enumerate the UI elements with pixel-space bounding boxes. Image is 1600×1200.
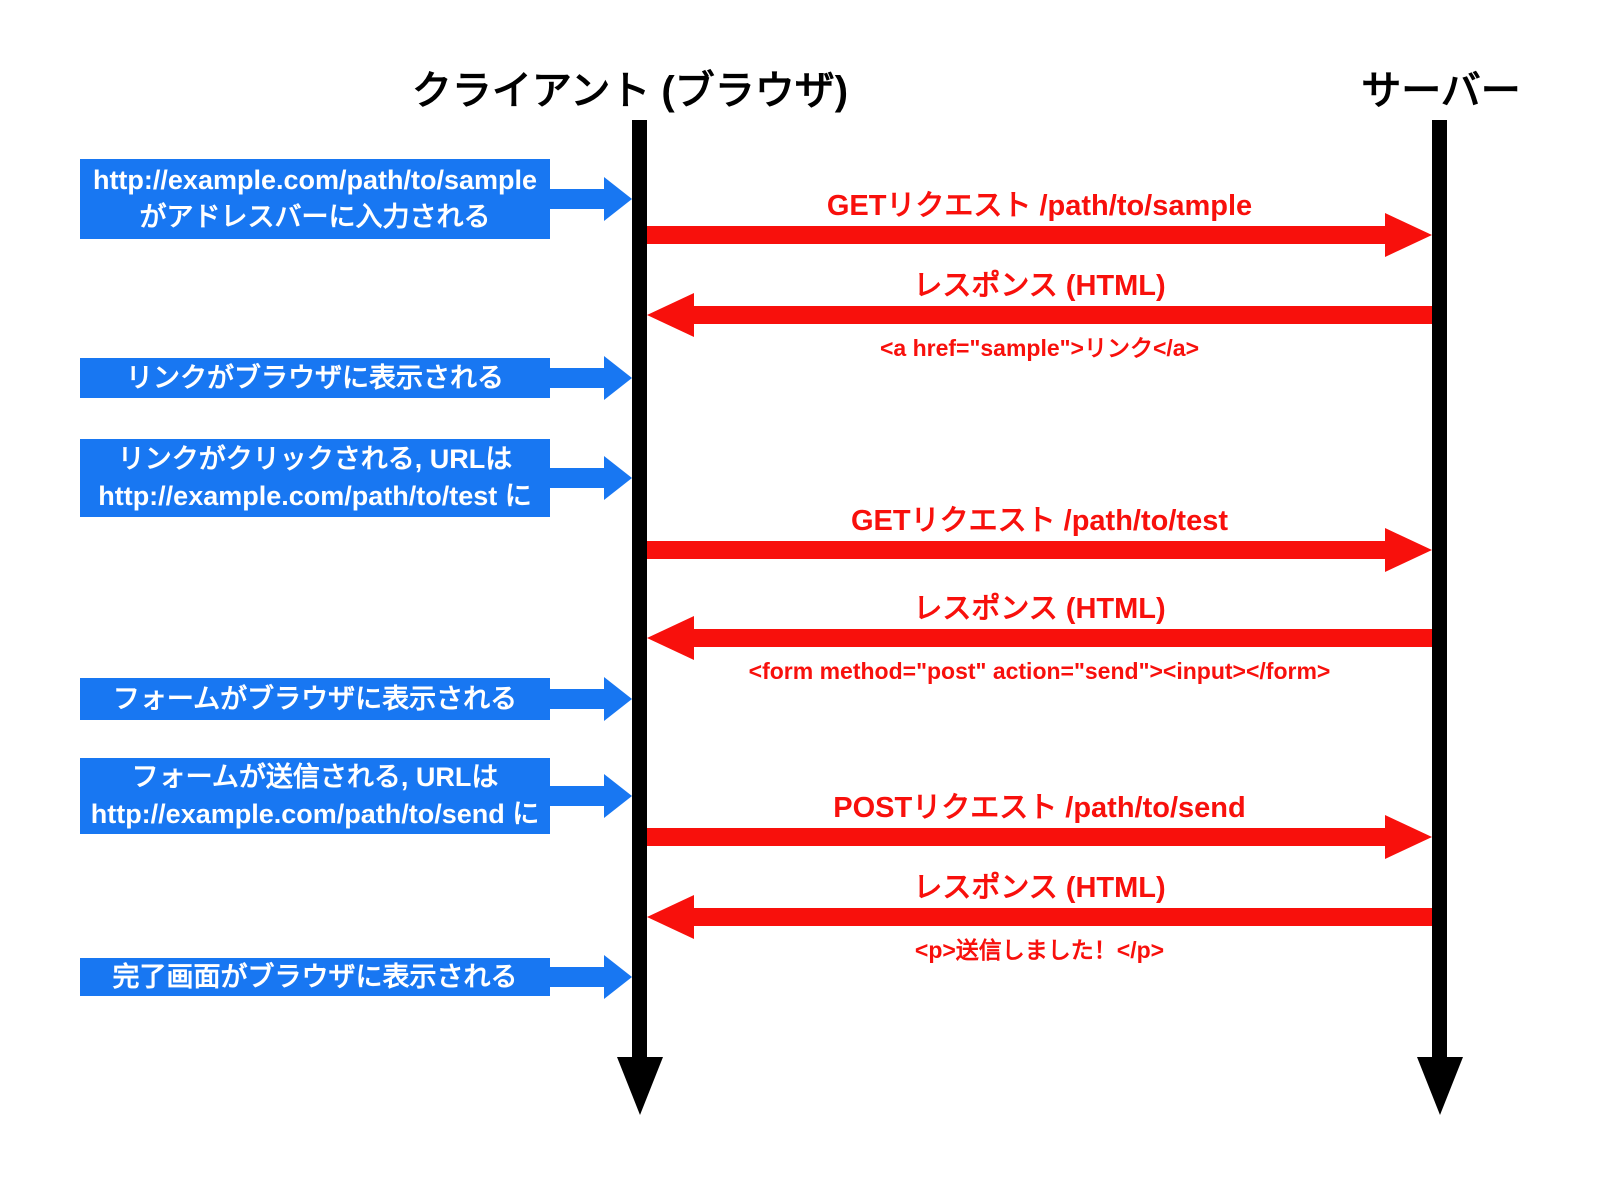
message-sublabel: <form method="post" action="send"><input… xyxy=(748,658,1331,684)
note-text-line: がアドレスバーに入力される xyxy=(139,202,491,232)
message-label: レスポンス (HTML) xyxy=(913,593,1166,625)
message-sublabel: <p>送信しました！</p> xyxy=(914,937,1165,963)
note-text-line: http://example.com/path/to/send に xyxy=(90,799,540,829)
response-arrow-left-icon xyxy=(647,895,1432,939)
note-text-line: フォームが送信される, URLは xyxy=(131,762,499,792)
message-label: GETリクエスト /path/to/test xyxy=(850,505,1228,537)
message-get-request-sample: GETリクエスト /path/to/sample xyxy=(647,191,1432,257)
client-note-url-entered: http://example.com/path/to/sample がアドレスバ… xyxy=(80,159,632,239)
note-text-line: 完了画面がブラウザに表示される xyxy=(112,961,518,992)
client-note-form-displayed: フォームがブラウザに表示される xyxy=(80,677,632,721)
message-label: GETリクエスト /path/to/sample xyxy=(826,190,1253,222)
client-lifeline xyxy=(632,120,647,1058)
request-arrow-right-icon xyxy=(647,213,1432,257)
server-lane-title: サーバー xyxy=(1361,69,1521,113)
server-lifeline xyxy=(1432,120,1447,1058)
message-get-request-test: GETリクエスト /path/to/test xyxy=(647,506,1432,572)
note-text-line: http://example.com/path/to/test に xyxy=(98,481,532,511)
message-sublabel: <a href="sample">リンク</a> xyxy=(879,335,1200,361)
request-arrow-right-icon xyxy=(647,815,1432,859)
server-lifeline-arrowhead-icon xyxy=(1417,1057,1463,1115)
client-lifeline-arrowhead-icon xyxy=(617,1057,663,1115)
client-note-link-displayed: リンクがブラウザに表示される xyxy=(80,356,632,400)
response-arrow-left-icon xyxy=(647,616,1432,660)
message-post-request-send: POSTリクエスト /path/to/send xyxy=(647,793,1432,859)
message-response-html-sent: レスポンス (HTML) <p>送信しました！</p> xyxy=(647,873,1432,965)
client-note-complete-screen: 完了画面がブラウザに表示される xyxy=(80,955,632,999)
message-label: レスポンス (HTML) xyxy=(913,270,1166,302)
client-lane-title: クライアント (ブラウザ) xyxy=(411,69,849,113)
note-text-line: フォームがブラウザに表示される xyxy=(112,683,518,714)
note-text-line: http://example.com/path/to/sample xyxy=(92,165,538,195)
message-response-html-link: レスポンス (HTML) <a href="sample">リンク</a> xyxy=(647,271,1432,363)
client-note-form-submitted: フォームが送信される, URLは http://example.com/path… xyxy=(80,758,632,834)
message-label: POSTリクエスト /path/to/send xyxy=(833,792,1246,824)
message-label: レスポンス (HTML) xyxy=(913,872,1166,904)
client-note-link-clicked: リンクがクリックされる, URLは http://example.com/pat… xyxy=(80,439,632,517)
message-response-html-form: レスポンス (HTML) <form method="post" action=… xyxy=(647,594,1432,686)
note-text-line: リンクがブラウザに表示される xyxy=(126,362,504,393)
response-arrow-left-icon xyxy=(647,293,1432,337)
request-arrow-right-icon xyxy=(647,528,1432,572)
note-text-line: リンクがクリックされる, URLは xyxy=(117,444,513,474)
